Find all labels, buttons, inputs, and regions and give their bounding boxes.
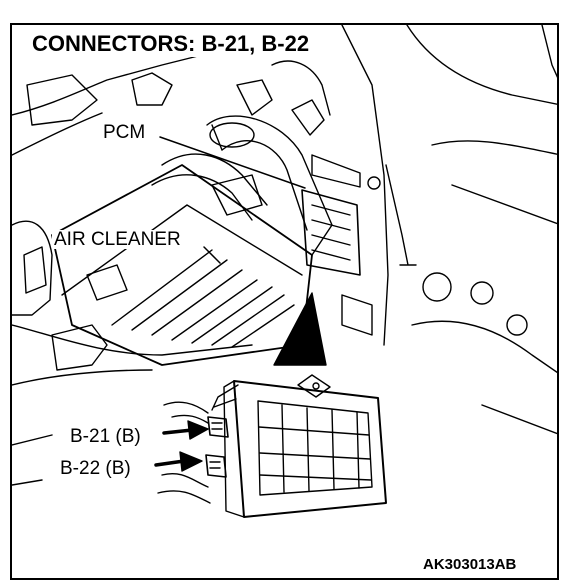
diagram-frame: CONNECTORS: B-21, B-22 PCM AIR CLEANER B… xyxy=(10,23,559,580)
arrow-b21 xyxy=(162,420,209,440)
engine-bay-illustration xyxy=(12,25,557,518)
connector-b22-label: B-22 (B) xyxy=(60,458,131,479)
diagram-title: CONNECTORS: B-21, B-22 xyxy=(30,33,314,57)
pcm-connector-closeup xyxy=(157,374,387,518)
pcm-leader-line xyxy=(159,136,306,189)
air-cleaner-illustration xyxy=(51,164,313,366)
figure-code: AK303013AB xyxy=(423,556,517,573)
air-cleaner-leader-line xyxy=(203,246,221,264)
pointer-triangle xyxy=(273,292,327,366)
air-cleaner-label: AIR CLEANER xyxy=(52,229,183,250)
pcm-in-bay-illustration xyxy=(301,189,361,276)
connector-b21-label: B-21 (B) xyxy=(70,426,141,447)
intake-duct-illustration xyxy=(151,115,333,256)
arrow-b22 xyxy=(154,451,203,472)
pcm-label: PCM xyxy=(101,122,148,143)
engine-bay-background xyxy=(12,25,557,486)
